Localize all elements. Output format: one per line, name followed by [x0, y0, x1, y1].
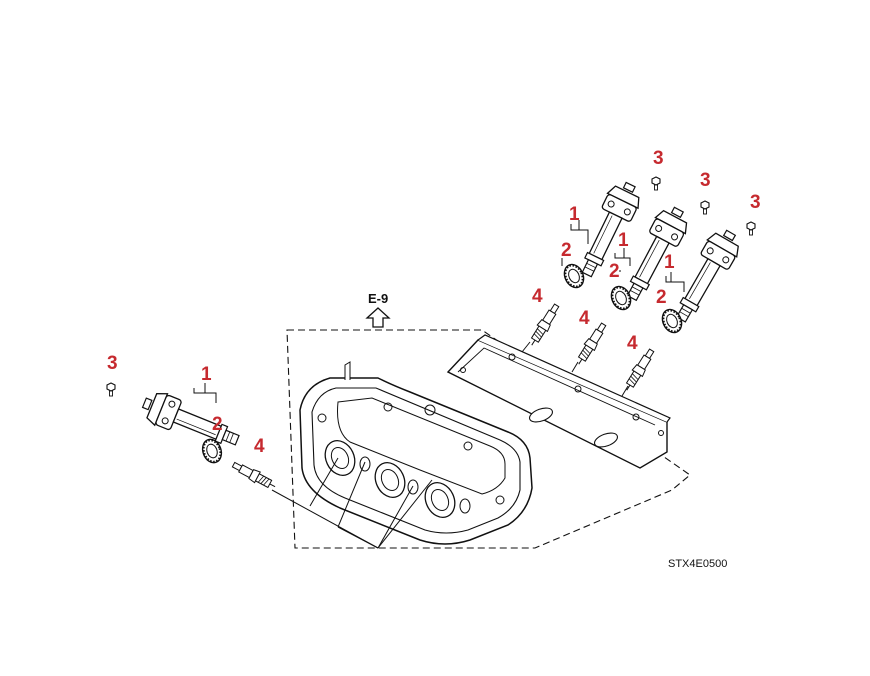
front-ignition-coil — [137, 386, 245, 457]
rear-bolt-a — [651, 176, 661, 191]
callout-3-rear-c: 3 — [750, 192, 761, 213]
diagram-code: STX4E0500 — [668, 558, 727, 570]
rear-bolt-c — [746, 221, 756, 236]
rear-head-cover — [446, 334, 671, 469]
callout-4-rear-b: 4 — [579, 308, 590, 329]
rear-bolt-b — [700, 200, 710, 215]
front-head-cover — [299, 361, 533, 545]
rear-spark-plug-c — [621, 346, 658, 394]
reference-arrow — [365, 307, 391, 328]
engine-outline-dashed — [286, 329, 691, 549]
front-bolt — [106, 382, 116, 397]
callout-2-rear-b: 2 — [609, 261, 620, 282]
callout-2-front: 2 — [212, 414, 223, 435]
callout-1-rear-b: 1 — [618, 230, 629, 251]
callout-1-rear-a: 1 — [569, 204, 580, 225]
callout-3-rear-b: 3 — [700, 170, 711, 191]
callout-4-rear-c: 4 — [627, 333, 638, 354]
callout-1-rear-c: 1 — [664, 252, 675, 273]
callout-brackets — [193, 220, 685, 403]
callout-3-rear-a: 3 — [653, 148, 664, 169]
rear-seal-a — [559, 260, 589, 292]
reference-label: E-9 — [368, 291, 388, 306]
callout-4-rear-a: 4 — [532, 286, 543, 307]
rear-leader-lines — [521, 258, 629, 397]
front-spark-plug — [230, 458, 279, 493]
callout-3-front: 3 — [107, 353, 118, 374]
rear-seal-b — [606, 282, 636, 314]
callout-4-front: 4 — [254, 436, 265, 457]
front-leader-lines — [271, 457, 433, 549]
callout-2-rear-c: 2 — [656, 287, 667, 308]
callout-2-rear-a: 2 — [561, 240, 572, 261]
callout-1-front: 1 — [201, 364, 212, 385]
rear-spark-plug-a — [526, 301, 563, 349]
callout-numbers: 3 1 2 4 3 3 3 1 2 1 2 1 2 4 4 4 — [107, 148, 761, 457]
